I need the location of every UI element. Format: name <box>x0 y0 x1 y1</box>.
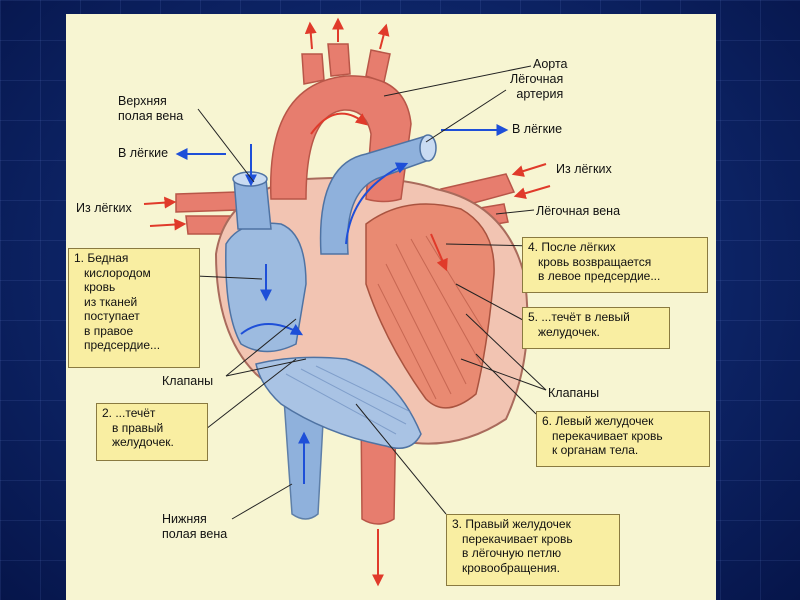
label-inferior-vena-cava: Нижняя полая вена <box>162 512 228 541</box>
label-to-lungs-right: В лёгкие <box>512 122 563 136</box>
step-5-callout: 5. ...течёт в левый желудочек. <box>522 307 670 349</box>
label-valves-left: Клапаны <box>162 374 214 388</box>
step-6-callout: 6. Левый желудочек перекачивает кровь к … <box>536 411 710 467</box>
label-from-lungs-left: Из лёгких <box>76 201 132 215</box>
step-4-callout: 4. После лёгких кровь возвращается в лев… <box>522 237 708 293</box>
step-2-callout: 2. ...течёт в правый желудочек. <box>96 403 208 461</box>
label-valves-right: Клапаны <box>548 386 600 400</box>
leader-lines <box>195 65 547 520</box>
pulmonary-vein-left-upper <box>175 191 239 213</box>
heart-diagram <box>143 17 551 587</box>
label-superior-vena-cava: Верхняя полая вена <box>118 94 184 123</box>
label-aorta: Аорта <box>533 57 568 71</box>
left-heart-chambers <box>365 203 495 409</box>
label-from-lungs-right: Из лёгких <box>556 162 612 176</box>
step-1-callout: 1. Бедная кислородом кровь из тканей пос… <box>68 248 200 368</box>
label-to-lungs-left: В лёгкие <box>118 146 169 160</box>
step-3-callout: 3. Правый желудочек перекачивает кровь в… <box>446 514 620 586</box>
label-pulmonary-vein: Лёгочная вена <box>536 204 621 218</box>
label-pulmonary-artery: Лёгочная артерия <box>510 72 564 101</box>
slide-canvas: Аорта Лёгочная артерия В лёгкие Верхняя … <box>66 14 716 600</box>
